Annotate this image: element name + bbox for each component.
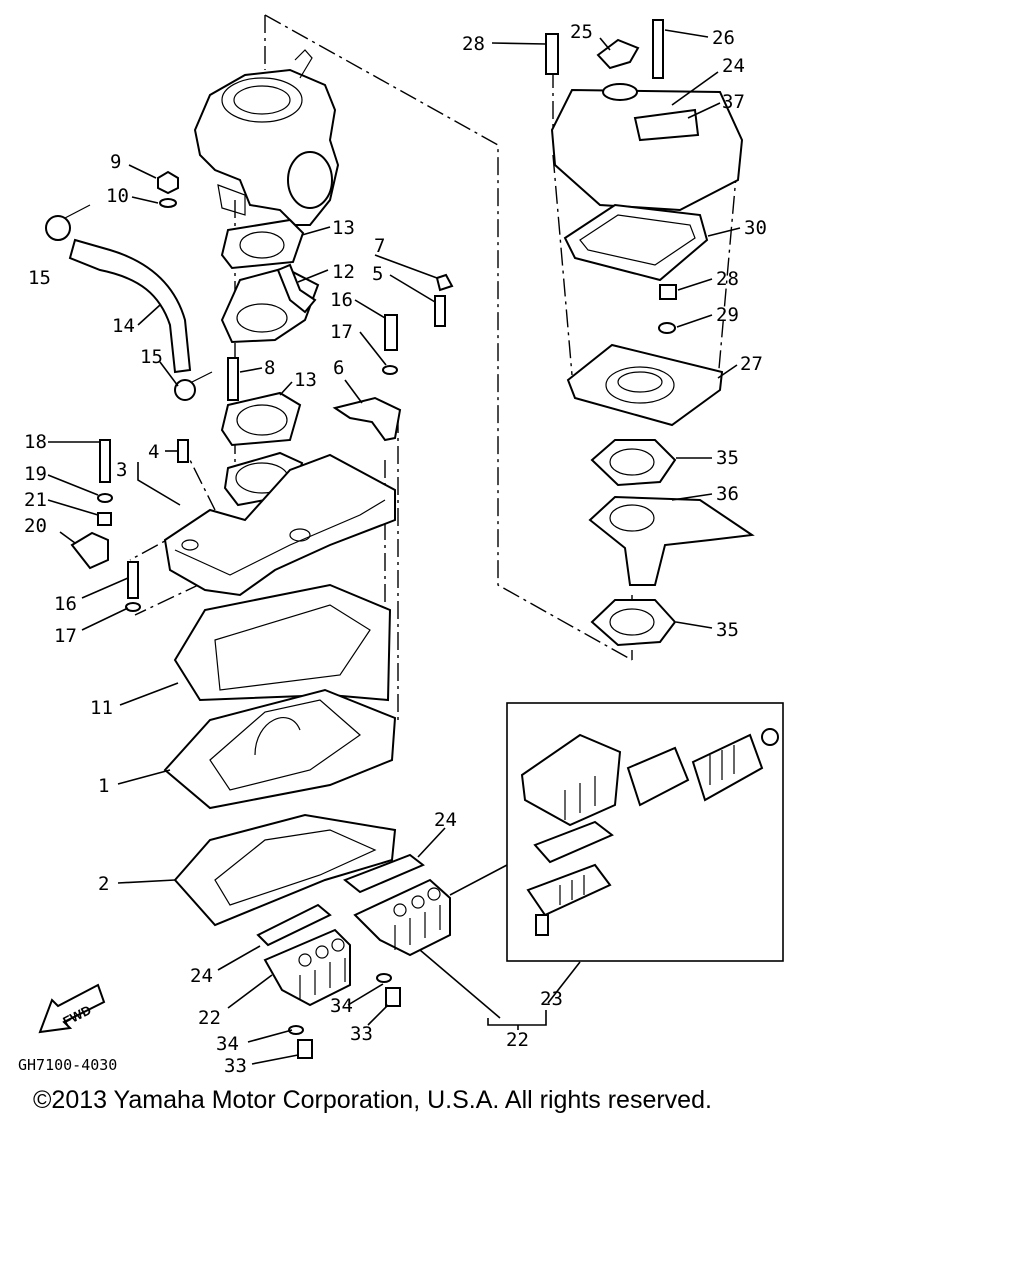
callout-33-a: 33: [224, 1055, 247, 1077]
callout-11: 11: [90, 697, 113, 719]
small-hardware: [70, 170, 454, 612]
callout-37: 37: [722, 91, 745, 113]
reed-assembly: [163, 583, 397, 927]
callout-16-a: 16: [330, 289, 353, 311]
reed-valves: [256, 853, 451, 1059]
callout-1: 1: [98, 775, 109, 797]
callout-31: 29: [716, 304, 739, 326]
callout-35-a: 35: [716, 447, 739, 469]
callout-24-b: 24: [190, 965, 213, 987]
flame-arrester: [545, 19, 744, 427]
callout-13-b: 13: [294, 369, 317, 391]
callout-27: 26: [712, 27, 735, 49]
callout-4: 4: [148, 441, 159, 463]
callout-16-b: 16: [54, 593, 77, 615]
callout-24-a: 24: [434, 809, 457, 831]
callout-20: 20: [24, 515, 47, 537]
callout-6: 6: [333, 357, 344, 379]
callout-17-a: 17: [330, 321, 353, 343]
callout-22-a: 22: [198, 1007, 221, 1029]
callout-8: 8: [264, 357, 275, 379]
cylinder-housing: [193, 49, 340, 226]
callout-12: 12: [332, 261, 355, 283]
callout-17-b: 17: [54, 625, 77, 647]
callout-9: 9: [110, 151, 121, 173]
callout-25: 24: [722, 55, 745, 77]
lower-right-gaskets: [588, 439, 755, 647]
fwd-arrow-icon: FWD: [38, 983, 106, 1034]
leader-lines: [47, 29, 741, 1065]
callout-3: 3: [116, 459, 127, 481]
callout-21: 21: [24, 489, 47, 511]
callout-15-a: 15: [28, 267, 51, 289]
exploded-parts-diagram: FWD: [18, 14, 784, 1077]
callout-7: 7: [374, 235, 385, 257]
callout-23: 23: [540, 988, 563, 1010]
diagram-code: GH7100-4030: [18, 1056, 117, 1074]
callout-32: 30: [744, 217, 767, 239]
callout-26: 25: [570, 21, 593, 43]
callout-18: 18: [24, 431, 47, 453]
callout-15-b: 15: [140, 346, 163, 368]
callout-35-b: 35: [716, 619, 739, 641]
callout-14: 14: [112, 315, 135, 337]
hose: [45, 204, 213, 401]
copyright-notice: ©2013 Yamaha Motor Corporation, U.S.A. A…: [33, 1086, 712, 1114]
callout-13-a: 13: [332, 217, 355, 239]
callout-22-b: 22: [506, 1029, 529, 1051]
callout-34-a: 34: [216, 1033, 239, 1055]
callout-34-b: 34: [330, 995, 353, 1017]
callout-28: 28: [462, 33, 485, 55]
callout-30: 28: [716, 268, 739, 290]
callout-29: 27: [740, 353, 763, 375]
detail-box: [506, 702, 784, 962]
callout-33-b: 33: [350, 1023, 373, 1045]
intake-manifold: [163, 453, 396, 597]
callout-36: 36: [716, 483, 739, 505]
part-labels: 28 25 26 24 37 30 28 29 27 35 36 35 9 10…: [18, 21, 767, 1077]
callout-10: 10: [106, 185, 129, 207]
callout-5: 5: [372, 263, 383, 285]
callout-19: 19: [24, 463, 47, 485]
callout-2: 2: [98, 873, 109, 895]
